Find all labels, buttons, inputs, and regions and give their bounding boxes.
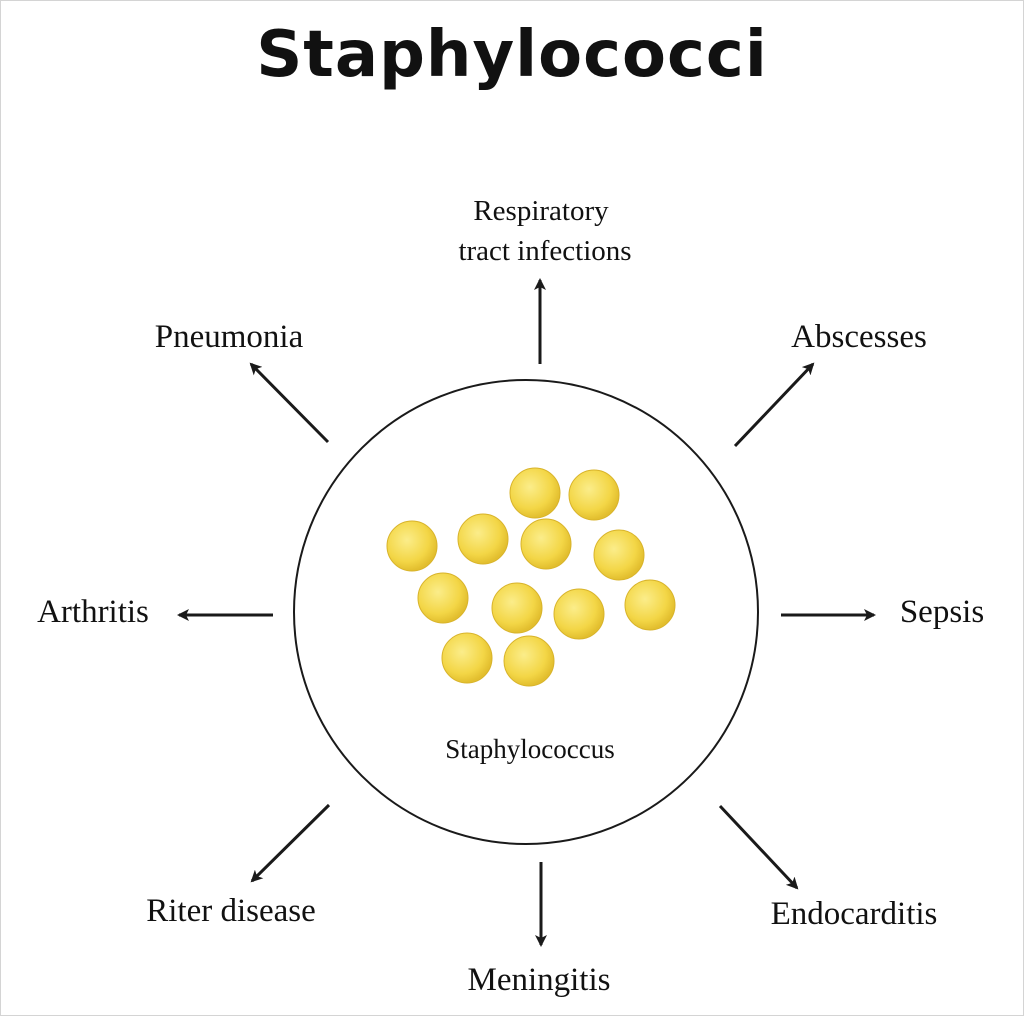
arrow-up-left — [249, 362, 330, 444]
label-abscesses: Abscesses — [791, 319, 927, 355]
coccus — [593, 529, 645, 581]
center-label: Staphylococcus — [445, 734, 614, 764]
label-riter-disease: Riter disease — [146, 893, 316, 929]
label-meningitis: Meningitis — [467, 962, 610, 998]
coccus — [386, 520, 438, 572]
page-title: Staphylococci — [256, 18, 768, 92]
coccus — [520, 518, 572, 570]
coccus — [457, 513, 509, 565]
label-respiratory-line2: tract infections — [458, 235, 631, 267]
label-arthritis: Arthritis — [37, 594, 149, 630]
label-endocarditis: Endocarditis — [771, 896, 938, 932]
coccus — [509, 467, 561, 519]
arrow-down-left — [250, 803, 331, 883]
cocci-cluster — [386, 467, 676, 687]
coccus — [417, 572, 469, 624]
coccus — [491, 582, 543, 634]
coccus — [503, 635, 555, 687]
label-respiratory-line1: Respiratory — [473, 195, 609, 227]
label-pneumonia: Pneumonia — [155, 319, 304, 355]
coccus — [624, 579, 676, 631]
label-sepsis: Sepsis — [900, 594, 984, 630]
coccus — [553, 588, 605, 640]
coccus — [568, 469, 620, 521]
arrow-up-right — [733, 362, 815, 448]
coccus — [441, 632, 493, 684]
arrows — [177, 278, 876, 947]
arrow-down-right — [718, 804, 799, 890]
